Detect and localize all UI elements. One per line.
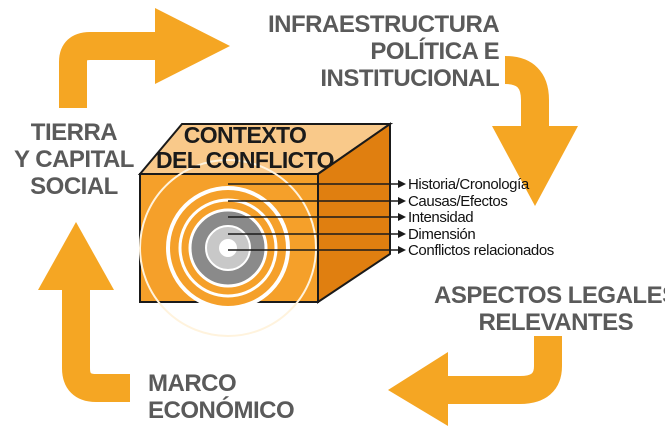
leader-tip-intensidad (398, 213, 406, 221)
label-infraestructura-line-1: INFRAESTRUCTURA (268, 11, 500, 38)
label-marco-line-2: ECONÓMICO (148, 397, 295, 424)
layer-label-dimension: Dimensión (408, 226, 475, 243)
leader-tip-causas (398, 197, 406, 205)
label-tierra-line-2: Y CAPITAL (14, 146, 134, 173)
ring-conflictos (219, 239, 237, 257)
arrow-heads (38, 8, 578, 426)
box-title: CONTEXTO DEL CONFLICTO (150, 123, 340, 173)
label-marco: MARCO ECONÓMICO (148, 370, 295, 424)
label-infraestructura-line-2: POLÍTICA E (370, 38, 500, 65)
arrowhead-down (492, 126, 578, 206)
label-marco-line-1: MARCO (148, 370, 237, 397)
layer-labels: Historia/Cronología Causas/Efectos Inten… (408, 176, 554, 259)
arrowhead-right (155, 8, 230, 84)
arrow-top-right (504, 56, 549, 128)
box-title-line-2: DEL CONFLICTO (156, 147, 335, 173)
layer-label-historia: Historia/Cronología (408, 176, 530, 193)
layer-label-causas: Causas/Efectos (408, 193, 507, 210)
leader-arrowheads (398, 180, 406, 254)
ring-historia (139, 159, 317, 337)
box-title-line-1: CONTEXTO (183, 122, 307, 148)
arrow-top-left (59, 32, 160, 108)
arrowhead-up (38, 222, 114, 290)
concentric-rings (139, 159, 317, 337)
label-aspectos-line-1: ASPECTOS LEGALES (434, 282, 665, 309)
layer-label-intensidad: Intensidad (408, 209, 473, 226)
ring-outer-white (178, 198, 278, 298)
leader-tip-historia (398, 180, 406, 188)
label-tierra-line-3: SOCIAL (30, 173, 118, 200)
leader-tip-dimension (398, 230, 406, 238)
label-infraestructura: INFRAESTRUCTURA POLÍTICA E INSTITUCIONAL (268, 11, 500, 92)
layer-label-conflictos: Conflictos relacionados (408, 242, 554, 259)
layer-leader-lines (228, 183, 398, 251)
cycle-arrows (59, 32, 562, 404)
arrow-bottom-right (440, 336, 562, 404)
label-tierra: TIERRA Y CAPITAL SOCIAL (14, 119, 134, 200)
arrow-bottom-left (62, 284, 130, 402)
arrowhead-left (388, 352, 448, 426)
label-aspectos-line-2: RELEVANTES (478, 309, 634, 336)
label-aspectos: ASPECTOS LEGALES RELEVANTES (434, 282, 665, 336)
label-infraestructura-line-3: INSTITUCIONAL (320, 65, 500, 92)
label-tierra-line-1: TIERRA (30, 119, 118, 146)
leader-tip-conflictos (398, 246, 406, 254)
